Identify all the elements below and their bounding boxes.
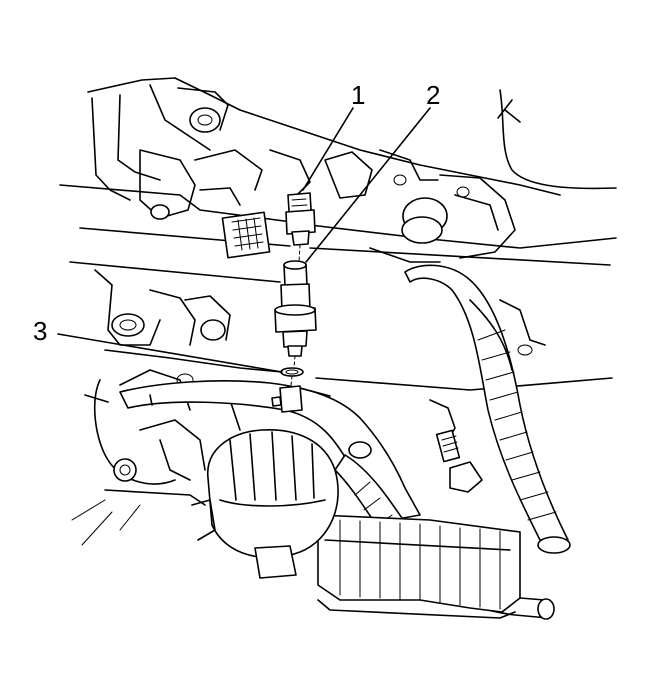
electrical-connector [285,192,316,246]
sensor-assembly [271,192,317,413]
coolant-pipe [119,380,421,521]
center-housing [191,429,339,579]
leader-2 [305,107,431,263]
left-engine-detail [69,261,613,546]
o-ring-seal [280,367,304,377]
callout-3: 3 [33,316,47,346]
pressure-switch [274,260,317,357]
leader-3 [57,333,283,373]
upper-engine-block [59,77,617,266]
leader-1 [302,107,354,191]
callout-leaders [57,107,431,373]
oil-pan [317,514,521,619]
right-ribbed-hose [404,264,571,554]
callout-2: 2 [426,80,440,110]
callout-1: 1 [351,80,365,110]
